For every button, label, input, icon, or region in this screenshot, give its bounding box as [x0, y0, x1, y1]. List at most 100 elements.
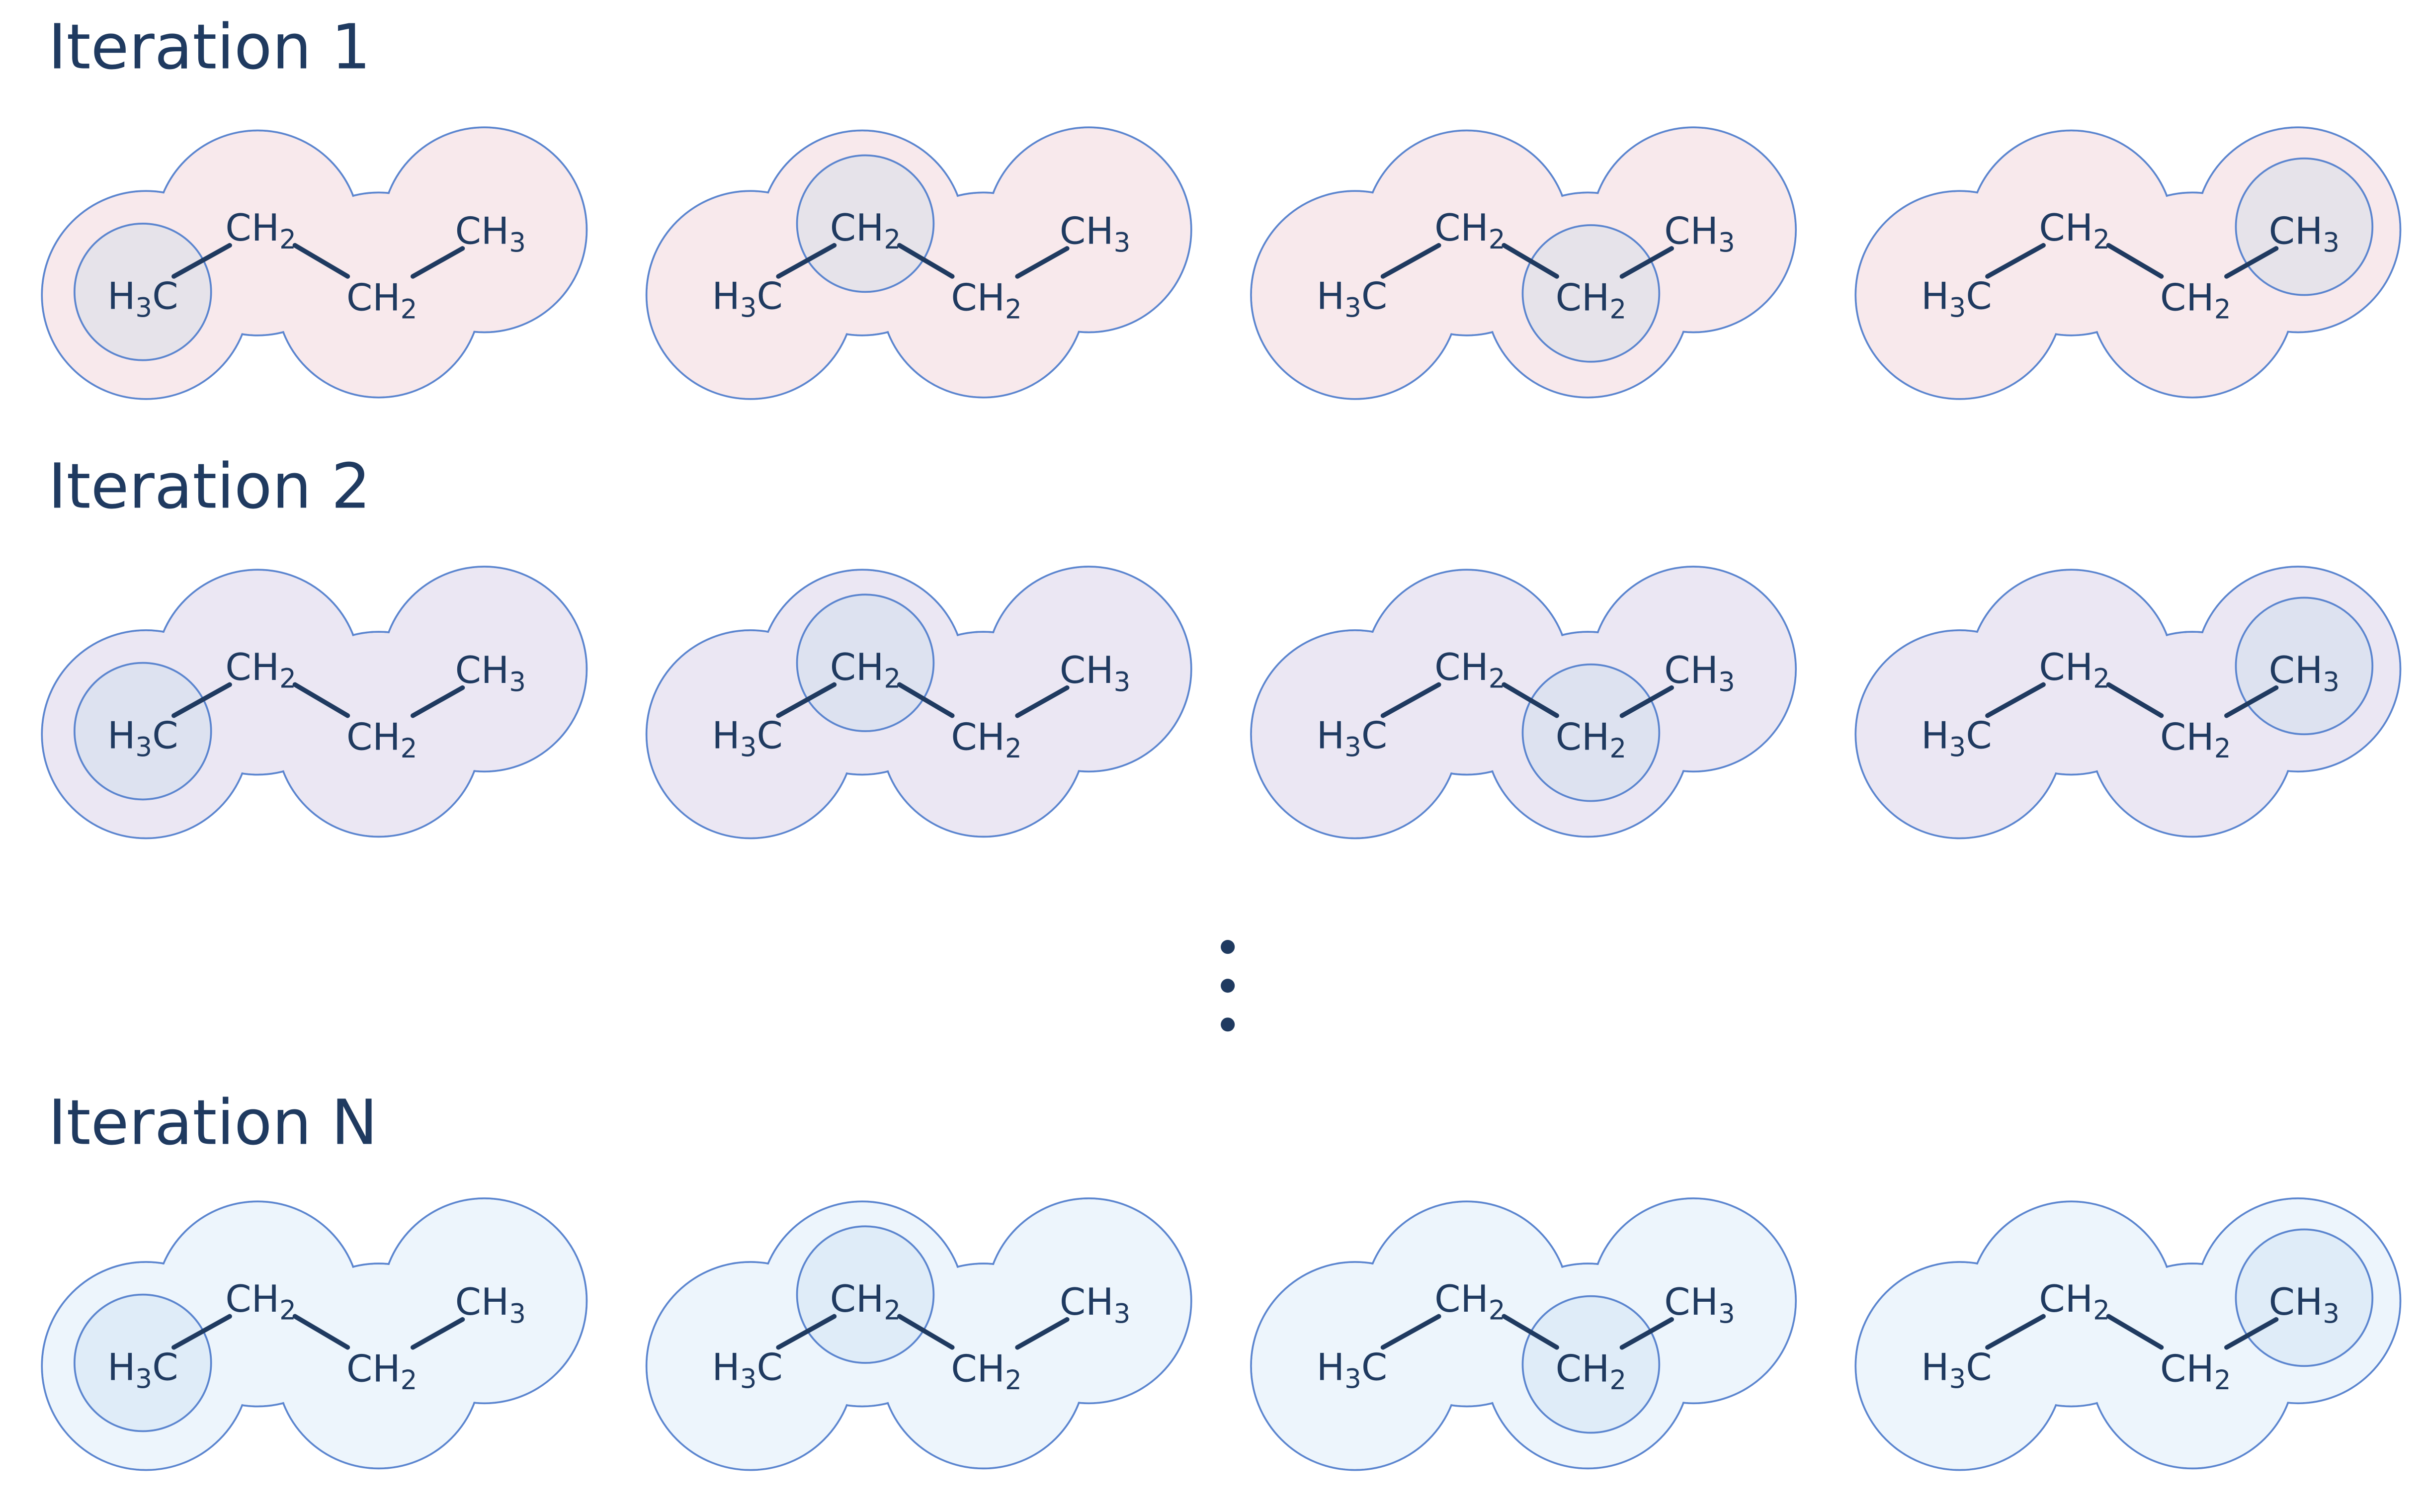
atom-label: CH3: [1060, 209, 1130, 258]
vertical-ellipsis: [1221, 940, 1235, 1032]
bond-line: [171, 243, 232, 279]
bond-line: [776, 1314, 837, 1350]
cloud-lobe-outline: [2194, 126, 2402, 334]
atom-label: CH3: [1664, 1280, 1735, 1329]
focus-atom-highlight: [2235, 157, 2374, 296]
ellipsis-dot: [1221, 1017, 1235, 1032]
cloud-lobe-outline: [645, 1261, 855, 1471]
focus-atom-highlight: [796, 1225, 935, 1364]
iteration-1-row: H3CCH2CH2CH3H3CCH2CH2CH3H3CCH2CH2CH3H3CC…: [41, 126, 2402, 400]
cloud-lobe-outline: [1854, 629, 2065, 840]
focus-atom-highlight: [2235, 1228, 2374, 1367]
cloud-lobe-outline: [2194, 1197, 2402, 1405]
cloud-lobe-outline: [275, 1262, 482, 1470]
cloud-outline: [645, 566, 1192, 840]
bond-line: [1985, 682, 2046, 718]
atom-label: CH2: [225, 206, 296, 255]
bond-line: [171, 682, 232, 718]
atom-label: CH3: [455, 1280, 526, 1329]
bond-line: [2106, 243, 2164, 279]
bond-line: [1015, 1317, 1070, 1350]
bond-line: [2106, 682, 2164, 718]
cloud-outline: [1854, 126, 2402, 400]
iteration-1-title: Iteration 1: [48, 11, 371, 84]
iteration-2-row: H3CCH2CH2CH3H3CCH2CH2CH3H3CCH2CH2CH3H3CC…: [41, 566, 2402, 840]
cloud-lobe-outline: [645, 629, 855, 840]
atom-label: H3C: [1921, 274, 1992, 324]
atom-label: CH2: [2039, 206, 2109, 255]
cloud-lobe-outline: [275, 631, 482, 838]
cloud-lobe-outline: [1250, 1261, 1460, 1471]
bond-line: [1015, 246, 1070, 279]
cloud-lobe-outline: [1250, 629, 1460, 840]
bond-line: [2106, 1314, 2164, 1350]
iteration-2-title: Iteration 2: [48, 450, 371, 522]
atom-label: CH2: [951, 276, 1021, 325]
cloud-lobe: [382, 567, 587, 772]
cloud-lobe: [986, 127, 1191, 333]
bond-line: [1380, 1314, 1441, 1350]
electron-cloud: [1251, 127, 1796, 399]
atom-label: CH2: [346, 276, 417, 325]
cloud-lobe: [382, 1198, 587, 1404]
cloud-lobe-outline: [758, 1200, 966, 1408]
focus-atom-highlight: [74, 222, 212, 361]
cloud-lobe-outline: [1968, 1200, 2175, 1408]
focus-atom-highlight: [796, 154, 935, 293]
cloud-lobe-outline: [381, 126, 588, 334]
cloud-lobe-outline: [275, 191, 482, 399]
atom-label: CH3: [1664, 648, 1735, 697]
cloud-lobe-outline: [758, 129, 966, 336]
bond-line: [1502, 682, 1559, 718]
cloud-lobe-outline: [985, 1197, 1192, 1405]
cloud-lobe-outline: [645, 190, 855, 400]
atom-label: CH2: [2160, 1347, 2231, 1396]
bond-line: [1985, 1314, 2046, 1350]
atom-label: H3C: [1921, 713, 1992, 762]
bond-line: [1380, 682, 1441, 718]
cloud-lobe-outline: [880, 191, 1087, 399]
bond-line: [292, 682, 350, 718]
atom-label: CH3: [1060, 1280, 1130, 1329]
bond-line: [1380, 243, 1441, 279]
bond-line: [1015, 685, 1070, 718]
atom-label: H3C: [107, 713, 178, 762]
bond-line: [410, 1317, 465, 1350]
atom-label: CH3: [2269, 648, 2340, 697]
bond-line: [1502, 1314, 1559, 1350]
atom-label: CH3: [455, 209, 526, 258]
cloud-lobe-outline: [1854, 190, 2065, 400]
cloud-lobe-outline: [985, 126, 1192, 334]
bond-line: [1619, 1317, 1674, 1350]
atom-label: H3C: [712, 274, 782, 324]
atom-label: H3C: [1317, 713, 1387, 762]
cloud-lobe-outline: [41, 629, 251, 840]
atom-label: CH3: [2269, 209, 2340, 258]
electron-cloud: [1251, 567, 1796, 839]
atom-label: H3C: [1921, 1345, 1992, 1394]
cloud-lobe-outline: [1484, 631, 1691, 838]
focus-atom-highlight: [2235, 596, 2374, 736]
bond-line: [410, 246, 465, 279]
atom-label: CH3: [1060, 648, 1130, 697]
atom-label: CH2: [2039, 1277, 2109, 1326]
bond-line: [171, 1314, 232, 1350]
electron-cloud: [1855, 567, 2401, 839]
atom-label: CH2: [225, 1277, 296, 1326]
cloud-lobe: [986, 1198, 1191, 1404]
atom-label: H3C: [107, 1345, 178, 1394]
atom-label: H3C: [1317, 1345, 1387, 1394]
iteration-n-title: Iteration N: [48, 1087, 378, 1159]
cloud-lobe-outline: [1968, 129, 2175, 336]
atom-label: CH2: [1434, 1277, 1505, 1326]
electron-cloud: [42, 127, 587, 399]
atom-label: CH2: [225, 645, 296, 694]
atom-label: CH2: [346, 1347, 417, 1396]
focus-atom-highlight: [1521, 1295, 1661, 1434]
